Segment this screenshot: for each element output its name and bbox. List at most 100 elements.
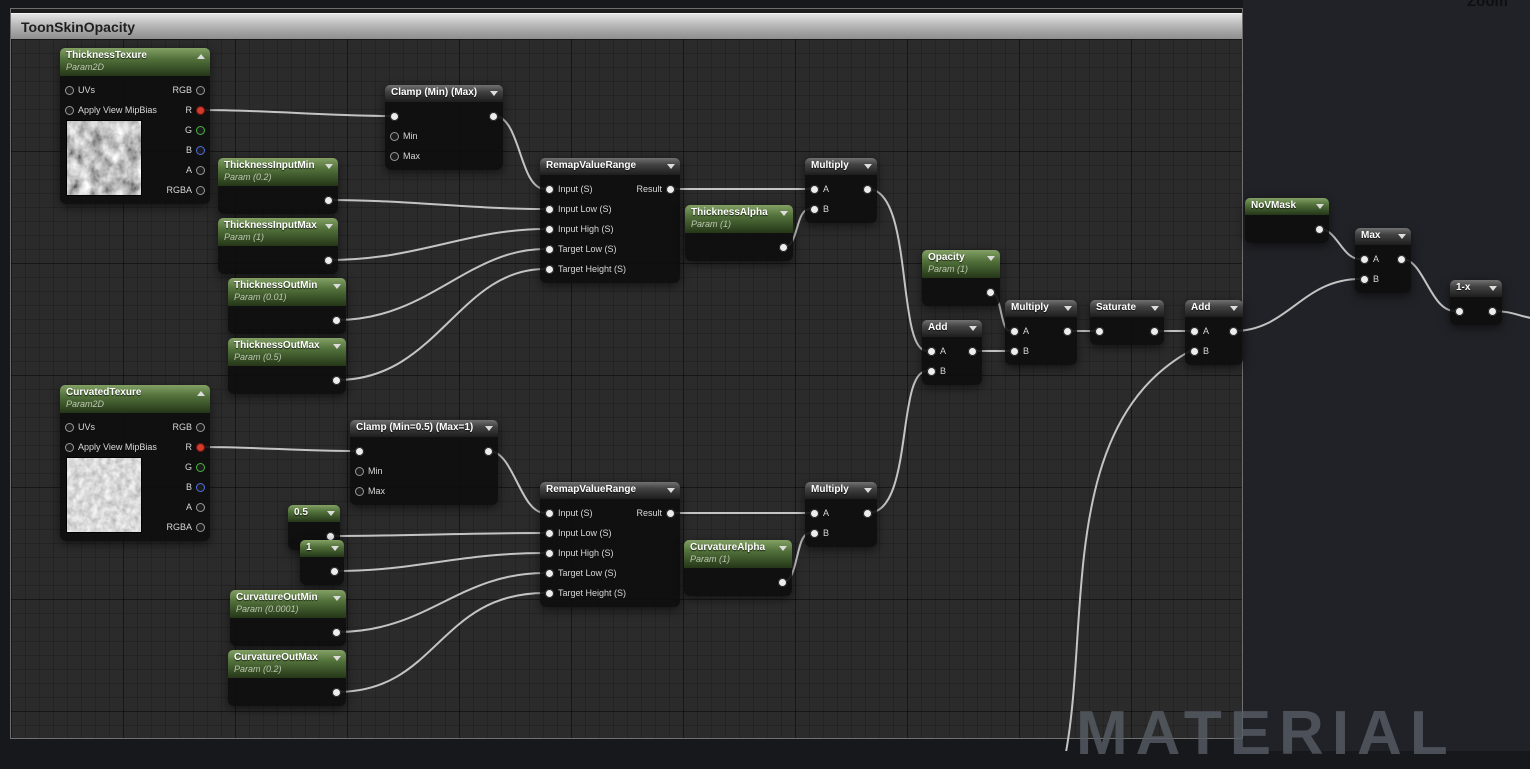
node-header[interactable]: Multiply <box>1005 300 1077 317</box>
pin-output[interactable] <box>330 566 339 576</box>
collapse-icon[interactable] <box>197 54 205 59</box>
dropdown-icon[interactable] <box>1398 234 1406 239</box>
pin-input[interactable] <box>355 446 364 456</box>
dropdown-icon[interactable] <box>325 164 333 169</box>
node-max[interactable]: Max A B <box>1355 228 1411 293</box>
pin-input-low[interactable] <box>545 528 554 538</box>
node-thickness-input-max[interactable]: ThicknessInputMax Param (1) <box>218 218 338 274</box>
node-clamp-curvature[interactable]: Clamp (Min=0.5) (Max=1) Min Max <box>350 420 498 505</box>
pin-output[interactable] <box>1315 224 1324 234</box>
pin-uvs[interactable] <box>65 422 74 432</box>
node-multiply-curvature[interactable]: Multiply A B <box>805 482 877 547</box>
pin-max[interactable] <box>355 486 364 496</box>
pin-output[interactable] <box>324 255 333 265</box>
pin-a[interactable] <box>927 346 936 356</box>
node-header[interactable]: NoVMask <box>1245 198 1329 215</box>
dropdown-icon[interactable] <box>780 211 788 216</box>
node-header[interactable]: ThicknessOutMax Param (0.5) <box>228 338 346 366</box>
dropdown-icon[interactable] <box>331 546 339 551</box>
node-header[interactable]: CurvatedTexure Param2D <box>60 385 210 413</box>
pin-output[interactable] <box>863 508 872 518</box>
node-header[interactable]: RemapValueRange <box>540 158 680 175</box>
pin-b[interactable] <box>927 366 936 376</box>
pin-min[interactable] <box>355 466 364 476</box>
node-thickness-out-min[interactable]: ThicknessOutMin Param (0.01) <box>228 278 346 334</box>
node-header[interactable]: Clamp (Min) (Max) <box>385 85 503 102</box>
node-opacity[interactable]: Opacity Param (1) <box>922 250 1000 306</box>
node-header[interactable]: CurvatureOutMin Param (0.0001) <box>230 590 346 618</box>
pin-rgba[interactable] <box>196 522 205 532</box>
node-header[interactable]: Clamp (Min=0.5) (Max=1) <box>350 420 498 437</box>
pin-output[interactable] <box>1397 254 1406 264</box>
pin-output[interactable] <box>1488 306 1497 316</box>
node-multiply-thickness[interactable]: Multiply A B <box>805 158 877 223</box>
pin-output[interactable] <box>863 184 872 194</box>
node-curvature-texture[interactable]: CurvatedTexure Param2D UVs RGB Apply Vie… <box>60 385 210 541</box>
pin-uvs[interactable] <box>65 85 74 95</box>
node-thickness-input-min[interactable]: ThicknessInputMin Param (0.2) <box>218 158 338 214</box>
background-graph-area[interactable] <box>1243 0 1530 751</box>
dropdown-icon[interactable] <box>1064 306 1072 311</box>
pin-input-high[interactable] <box>545 548 554 558</box>
dropdown-icon[interactable] <box>1489 286 1497 291</box>
pin-input[interactable] <box>1455 306 1464 316</box>
node-clamp-thickness[interactable]: Clamp (Min) (Max) Min Max <box>385 85 503 170</box>
pin-output[interactable] <box>484 446 493 456</box>
node-header[interactable]: Multiply <box>805 158 877 175</box>
pin-a[interactable] <box>196 502 205 512</box>
node-header[interactable]: ThicknessInputMin Param (0.2) <box>218 158 338 186</box>
pin-output[interactable] <box>489 111 498 121</box>
pin-b[interactable] <box>810 528 819 538</box>
dropdown-icon[interactable] <box>667 164 675 169</box>
pin-rgba[interactable] <box>196 185 205 195</box>
pin-min[interactable] <box>390 131 399 141</box>
node-add-final[interactable]: Add A B <box>1185 300 1243 365</box>
pin-output[interactable] <box>986 287 995 297</box>
pin-a[interactable] <box>1190 326 1199 336</box>
dropdown-icon[interactable] <box>490 91 498 96</box>
dropdown-icon[interactable] <box>333 596 341 601</box>
pin-b[interactable] <box>1190 346 1199 356</box>
pin-output[interactable] <box>332 315 341 325</box>
node-header[interactable]: Add <box>922 320 982 337</box>
node-header[interactable]: 1-x <box>1450 280 1502 297</box>
node-header[interactable]: ThicknessTexure Param2D <box>60 48 210 76</box>
pin-output[interactable] <box>779 242 788 252</box>
pin-mipbias[interactable] <box>65 105 74 115</box>
node-const-one[interactable]: 1 <box>300 540 344 585</box>
pin-output[interactable] <box>1229 326 1238 336</box>
pin-mipbias[interactable] <box>65 442 74 452</box>
pin-output[interactable] <box>332 687 341 697</box>
node-header[interactable]: CurvatureAlpha Param (1) <box>684 540 792 568</box>
pin-input-s[interactable] <box>545 184 554 194</box>
node-header[interactable]: ThicknessOutMin Param (0.01) <box>228 278 346 306</box>
node-thickness-texture[interactable]: ThicknessTexure Param2D UVs RGB Apply Vi… <box>60 48 210 204</box>
node-header[interactable]: Saturate <box>1090 300 1164 317</box>
dropdown-icon[interactable] <box>1230 306 1238 311</box>
collapse-icon[interactable] <box>197 391 205 396</box>
node-add-blend[interactable]: Add A B <box>922 320 982 385</box>
pin-target-height[interactable] <box>545 588 554 598</box>
pin-a[interactable] <box>810 508 819 518</box>
pin-input[interactable] <box>1095 326 1104 336</box>
pin-target-low[interactable] <box>545 244 554 254</box>
pin-rgb[interactable] <box>196 422 205 432</box>
pin-rgb[interactable] <box>196 85 205 95</box>
pin-input-low[interactable] <box>545 204 554 214</box>
pin-output[interactable] <box>324 195 333 205</box>
pin-output[interactable] <box>332 627 341 637</box>
pin-output[interactable] <box>332 375 341 385</box>
node-header[interactable]: 0.5 <box>288 505 340 522</box>
pin-r[interactable] <box>196 105 205 115</box>
node-curvature-out-min[interactable]: CurvatureOutMin Param (0.0001) <box>230 590 346 646</box>
node-header[interactable]: 1 <box>300 540 344 557</box>
node-header[interactable]: Opacity Param (1) <box>922 250 1000 278</box>
pin-max[interactable] <box>390 151 399 161</box>
dropdown-icon[interactable] <box>1316 204 1324 209</box>
dropdown-icon[interactable] <box>333 656 341 661</box>
pin-b[interactable] <box>1010 346 1019 356</box>
node-curvature-alpha[interactable]: CurvatureAlpha Param (1) <box>684 540 792 596</box>
pin-a[interactable] <box>196 165 205 175</box>
dropdown-icon[interactable] <box>333 284 341 289</box>
node-header[interactable]: CurvatureOutMax Param (0.2) <box>228 650 346 678</box>
